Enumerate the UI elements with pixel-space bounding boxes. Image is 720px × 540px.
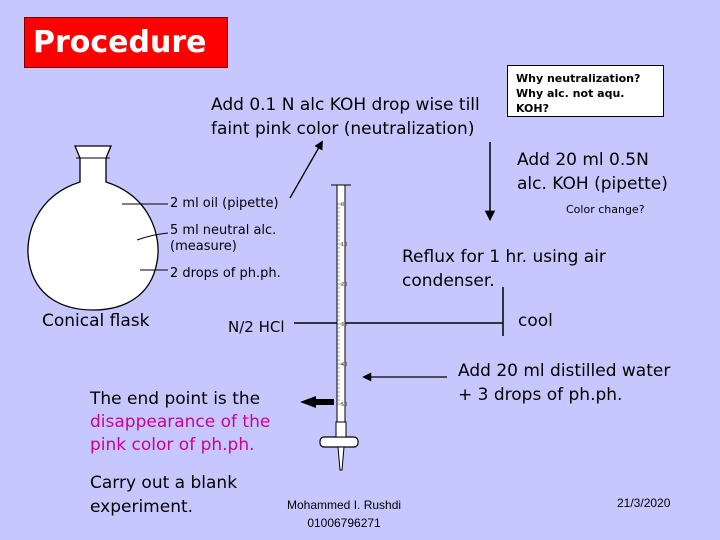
question-neutralization: Why neutralization?	[516, 72, 641, 85]
step-add-koh-line2: alc. KOH (pipette)	[517, 174, 668, 194]
step-add-koh: Add 20 ml 0.5N alc. KOH (pipette)	[517, 148, 668, 196]
end-point-line3: pink color of ph.ph.	[90, 435, 255, 455]
label-hcl: N/2 HCl	[228, 318, 285, 336]
label-neutral-alc: 5 ml neutral alc. (measure)	[170, 223, 276, 255]
burette-tick-40: 40	[341, 362, 347, 368]
blank-line1: Carry out a blank	[90, 473, 238, 493]
burette-tick-50: 50	[341, 402, 347, 408]
footer-author: Mohammed I. Rushdi	[287, 498, 402, 512]
end-point-line1: The end point is the	[90, 389, 261, 409]
burette-illustration	[300, 184, 359, 471]
step-add-koh-line1: Add 20 ml 0.5N	[517, 150, 649, 170]
step-add-water-line1: Add 20 ml distilled water	[458, 361, 671, 381]
page-title: Procedure	[24, 17, 228, 68]
question-alc-koh: Why alc. not aqu. KOH?	[516, 87, 625, 115]
step-neutralization: Add 0.1 N alc KOH drop wise till faint p…	[211, 93, 480, 141]
label-phph: 2 drops of ph.ph.	[170, 266, 281, 281]
step-reflux-line1: Reflux for 1 hr. using air	[402, 247, 606, 267]
step-reflux: Reflux for 1 hr. using air condenser.	[402, 245, 606, 293]
questions-box: Why neutralization? Why alc. not aqu. KO…	[507, 65, 664, 117]
footer-date: 21/3/2020	[617, 496, 671, 510]
blank-experiment: Carry out a blank experiment.	[90, 471, 237, 519]
step-add-water-line2: + 3 drops of ph.ph.	[458, 385, 623, 405]
step-neutralization-line2: faint pink color (neutralization)	[211, 119, 475, 139]
step-add-water: Add 20 ml distilled water + 3 drops of p…	[458, 359, 670, 407]
burette-tick-0: 0	[341, 202, 344, 208]
footer-phone: 01006796271	[307, 516, 381, 530]
arrow-to-neutralization	[289, 140, 323, 199]
label-oil: 2 ml oil (pipette)	[170, 196, 279, 211]
label-conical-flask: Conical flask	[42, 311, 150, 331]
step-neutralization-line1: Add 0.1 N alc KOH drop wise till	[211, 95, 480, 115]
burette-tick-labels: 0 10 20 30 40 50	[341, 202, 347, 408]
burette-tick-10: 10	[341, 242, 347, 248]
color-change-note: Color change?	[566, 203, 645, 216]
end-point-text: The end point is the disappearance of th…	[90, 388, 270, 457]
step-reflux-line2: condenser.	[402, 271, 495, 291]
step-cool: cool	[518, 311, 553, 331]
conical-flask-illustration	[27, 145, 159, 311]
flask-leader-lines	[122, 203, 169, 271]
burette-tick-20: 20	[341, 282, 347, 288]
label-neutral-alc-line2: (measure)	[170, 239, 237, 254]
burette-tick-30: 30	[341, 322, 347, 328]
label-neutral-alc-line1: 5 ml neutral alc.	[170, 223, 277, 238]
end-point-line2: disappearance of the	[90, 412, 271, 432]
footer-author-block: Mohammed I. Rushdi 01006796271	[287, 496, 401, 532]
blank-line2: experiment.	[90, 497, 194, 517]
